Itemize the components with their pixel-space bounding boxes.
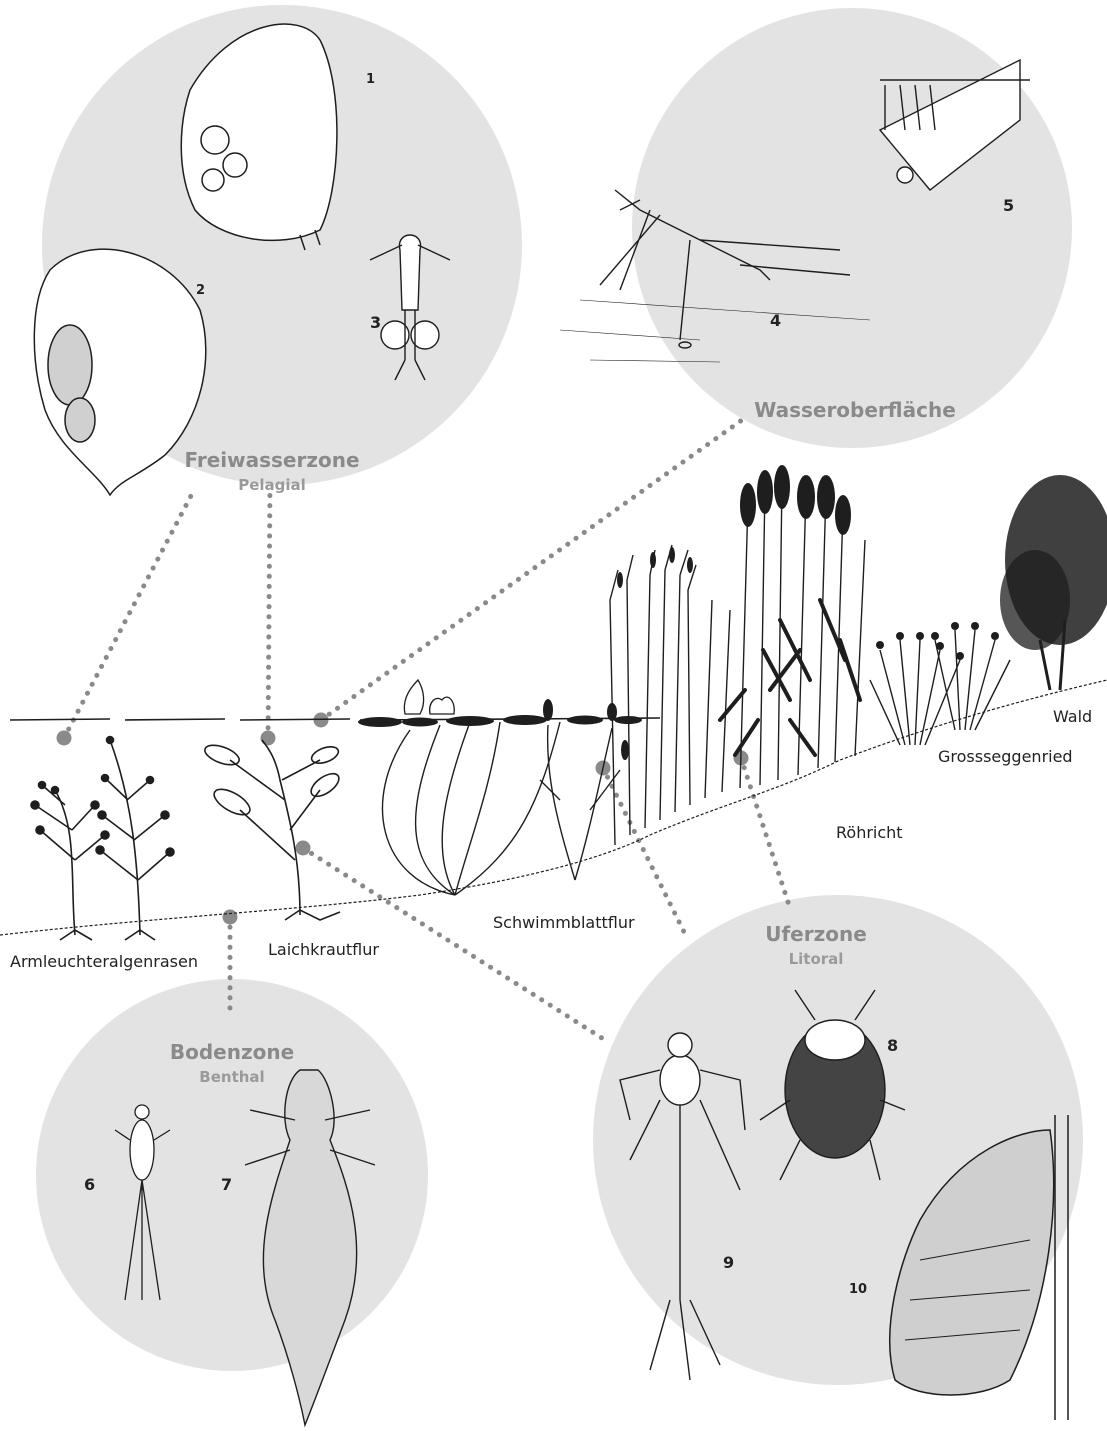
roehricht-label: Röhricht — [836, 823, 903, 842]
bodenzone-title: Bodenzone — [170, 1040, 294, 1064]
organism-number-7: 7 — [221, 1175, 232, 1194]
organism-number-3: 3 — [370, 313, 381, 332]
wasseroberflaeche-title: Wasseroberfläche — [754, 398, 956, 422]
water-surface — [10, 718, 660, 720]
pelagial-subtitle: Pelagial — [238, 476, 306, 494]
schwimmblattflur-label: Schwimmblattflur — [493, 913, 635, 932]
organism-number-10: 10 — [849, 1282, 867, 1297]
laichkrautflur-label: Laichkrautflur — [268, 940, 379, 959]
litoral-subtitle: Litoral — [789, 950, 844, 968]
organism-number-8: 8 — [887, 1036, 898, 1055]
laichkraut-plant — [202, 740, 342, 920]
reed-panicles — [617, 465, 851, 588]
organism-number-5: 5 — [1003, 196, 1014, 215]
uferzone-title: Uferzone — [765, 922, 867, 946]
wald-label: Wald — [1053, 707, 1092, 726]
organism-number-1: 1 — [366, 72, 375, 87]
armleuchteralgenrasen-label: Armleuchteralgenrasen — [10, 952, 198, 971]
reeds — [610, 480, 865, 845]
organism-number-9: 9 — [723, 1253, 734, 1272]
organism-number-2: 2 — [196, 283, 205, 298]
floating-leaves — [358, 699, 642, 760]
organism-number-6: 6 — [84, 1175, 95, 1194]
connector-lines — [64, 420, 789, 1040]
schwimmblatt-plants — [382, 722, 620, 895]
organism-number-4: 4 — [770, 311, 781, 330]
water-lily-flowers — [404, 680, 454, 714]
benthal-subtitle: Benthal — [199, 1068, 264, 1086]
freiwasserzone-title: Freiwasserzone — [184, 448, 359, 472]
grossseggenried-label: Grossseggenried — [938, 747, 1073, 766]
armleuchteralgen-plants — [31, 737, 174, 941]
tree — [1000, 475, 1107, 690]
